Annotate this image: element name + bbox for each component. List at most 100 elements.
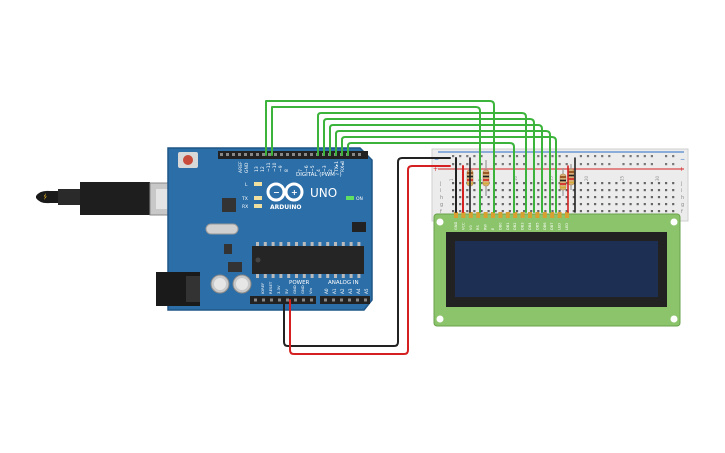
breadboard-hole (650, 189, 653, 192)
digital-pin-label: ~5 (310, 165, 316, 172)
breadboard-hole (608, 189, 611, 192)
breadboard-hole (480, 189, 483, 192)
breadboard-hole (608, 182, 611, 185)
breadboard-hole (473, 189, 476, 192)
led-l (254, 182, 262, 186)
rail-plus-icon-right: + (679, 166, 684, 173)
digital-pin-label: ~6 (304, 165, 310, 172)
breadboard-hole (459, 196, 462, 199)
breadboard-hole (558, 182, 561, 185)
breadboard-hole (629, 182, 632, 185)
breadboard-hole (650, 210, 653, 213)
rail-hole (629, 163, 632, 166)
header-pin (274, 153, 277, 156)
breadboard-hole (508, 210, 511, 213)
breadboard-hole (579, 203, 582, 206)
crystal-oscillator (205, 223, 239, 235)
rail-hole (601, 155, 604, 158)
chip-pin (318, 274, 322, 278)
breadboard-hole (636, 196, 639, 199)
rail-hole (459, 155, 462, 158)
power-pin-label: 5V (284, 289, 289, 294)
breadboard-hole (565, 210, 568, 213)
breadboard-hole (544, 210, 547, 213)
breadboard-hole (494, 210, 497, 213)
breadboard-hole (508, 189, 511, 192)
lcd-pin-label: DB0 (498, 222, 502, 230)
analog-pin-label: A4 (356, 288, 361, 294)
rail-hole (665, 163, 668, 166)
lcd-pin (528, 212, 532, 218)
row-letter: j (680, 181, 682, 187)
led-l-label: L (245, 182, 248, 188)
power-header-pin (254, 298, 257, 302)
analog-pin-label: A2 (340, 288, 345, 294)
breadboard-hole (473, 203, 476, 206)
breadboard-hole (515, 189, 519, 192)
wire-pin11-e (271, 106, 481, 213)
breadboard-hole (650, 182, 653, 185)
row-letter: g (681, 202, 684, 208)
on-led (346, 196, 354, 200)
breadboard-hole (579, 210, 582, 213)
breadboard-hole (537, 182, 540, 185)
wire-pin3-db6 (329, 124, 543, 213)
lcd-pin (565, 212, 569, 218)
breadboard-hole (650, 203, 653, 206)
lcd-pin (505, 212, 510, 218)
power-header-pin (278, 298, 281, 302)
breadboard-hole (558, 210, 561, 213)
breadboard-hole (572, 196, 575, 199)
analog-header-pin (364, 298, 367, 302)
rail-hole (558, 163, 561, 166)
breadboard-hole (515, 203, 519, 206)
breadboard-hole (530, 196, 533, 199)
breadboard-hole (494, 203, 497, 206)
breadboard-hole (615, 210, 618, 213)
breadboard-hole (459, 203, 462, 206)
breadboard-hole (672, 203, 675, 206)
header-pin (358, 153, 361, 156)
digital-header-label: DIGITAL (PWM~) (296, 172, 342, 178)
led-rx-label: RX (242, 204, 248, 210)
breadboard-hole (544, 182, 547, 185)
breadboard-hole (501, 182, 504, 185)
chip-pin (318, 242, 322, 246)
gnd-label: GND (244, 162, 250, 173)
breadboard-hole (459, 189, 462, 192)
digital-pin-label: ~10 (272, 162, 278, 172)
resistor (482, 160, 490, 196)
power-pin-label: GND (300, 285, 305, 294)
rail-hole (586, 155, 590, 158)
rail-hole (544, 155, 547, 158)
digital-pin-label: 2 (328, 169, 334, 172)
bottom-header-pins (254, 298, 367, 302)
breadboard-hole (601, 196, 604, 199)
chip-pin (310, 274, 314, 278)
lcd-pin-label: RW (484, 224, 488, 230)
breadboard-hole (544, 196, 547, 199)
breadboard-hole (473, 196, 476, 199)
breadboard-hole (501, 196, 504, 199)
lcd-pin-label: LED (558, 223, 562, 230)
usb-plug-body (80, 182, 150, 215)
digital-pin-label: 12 (260, 166, 266, 172)
rail-hole (452, 155, 455, 158)
chip-pin (271, 274, 275, 278)
lcd-pin-label: V0 (469, 225, 473, 230)
header-pin (286, 153, 289, 156)
chip-pin (287, 242, 291, 246)
led-rx (254, 204, 262, 208)
column-number: 1 (449, 178, 454, 181)
rail-hole (466, 163, 469, 166)
chip-pin (256, 274, 259, 278)
header-pin (220, 153, 223, 156)
analog-header-pin (340, 298, 343, 302)
header-pin (250, 153, 253, 156)
lcd-mount-hole (436, 218, 444, 226)
digital-pin-label: ~11 (266, 162, 272, 172)
arduino-logo-text: ARDUINO (270, 204, 301, 211)
breadboard-hole (558, 196, 561, 199)
breadboard-hole (622, 189, 625, 192)
